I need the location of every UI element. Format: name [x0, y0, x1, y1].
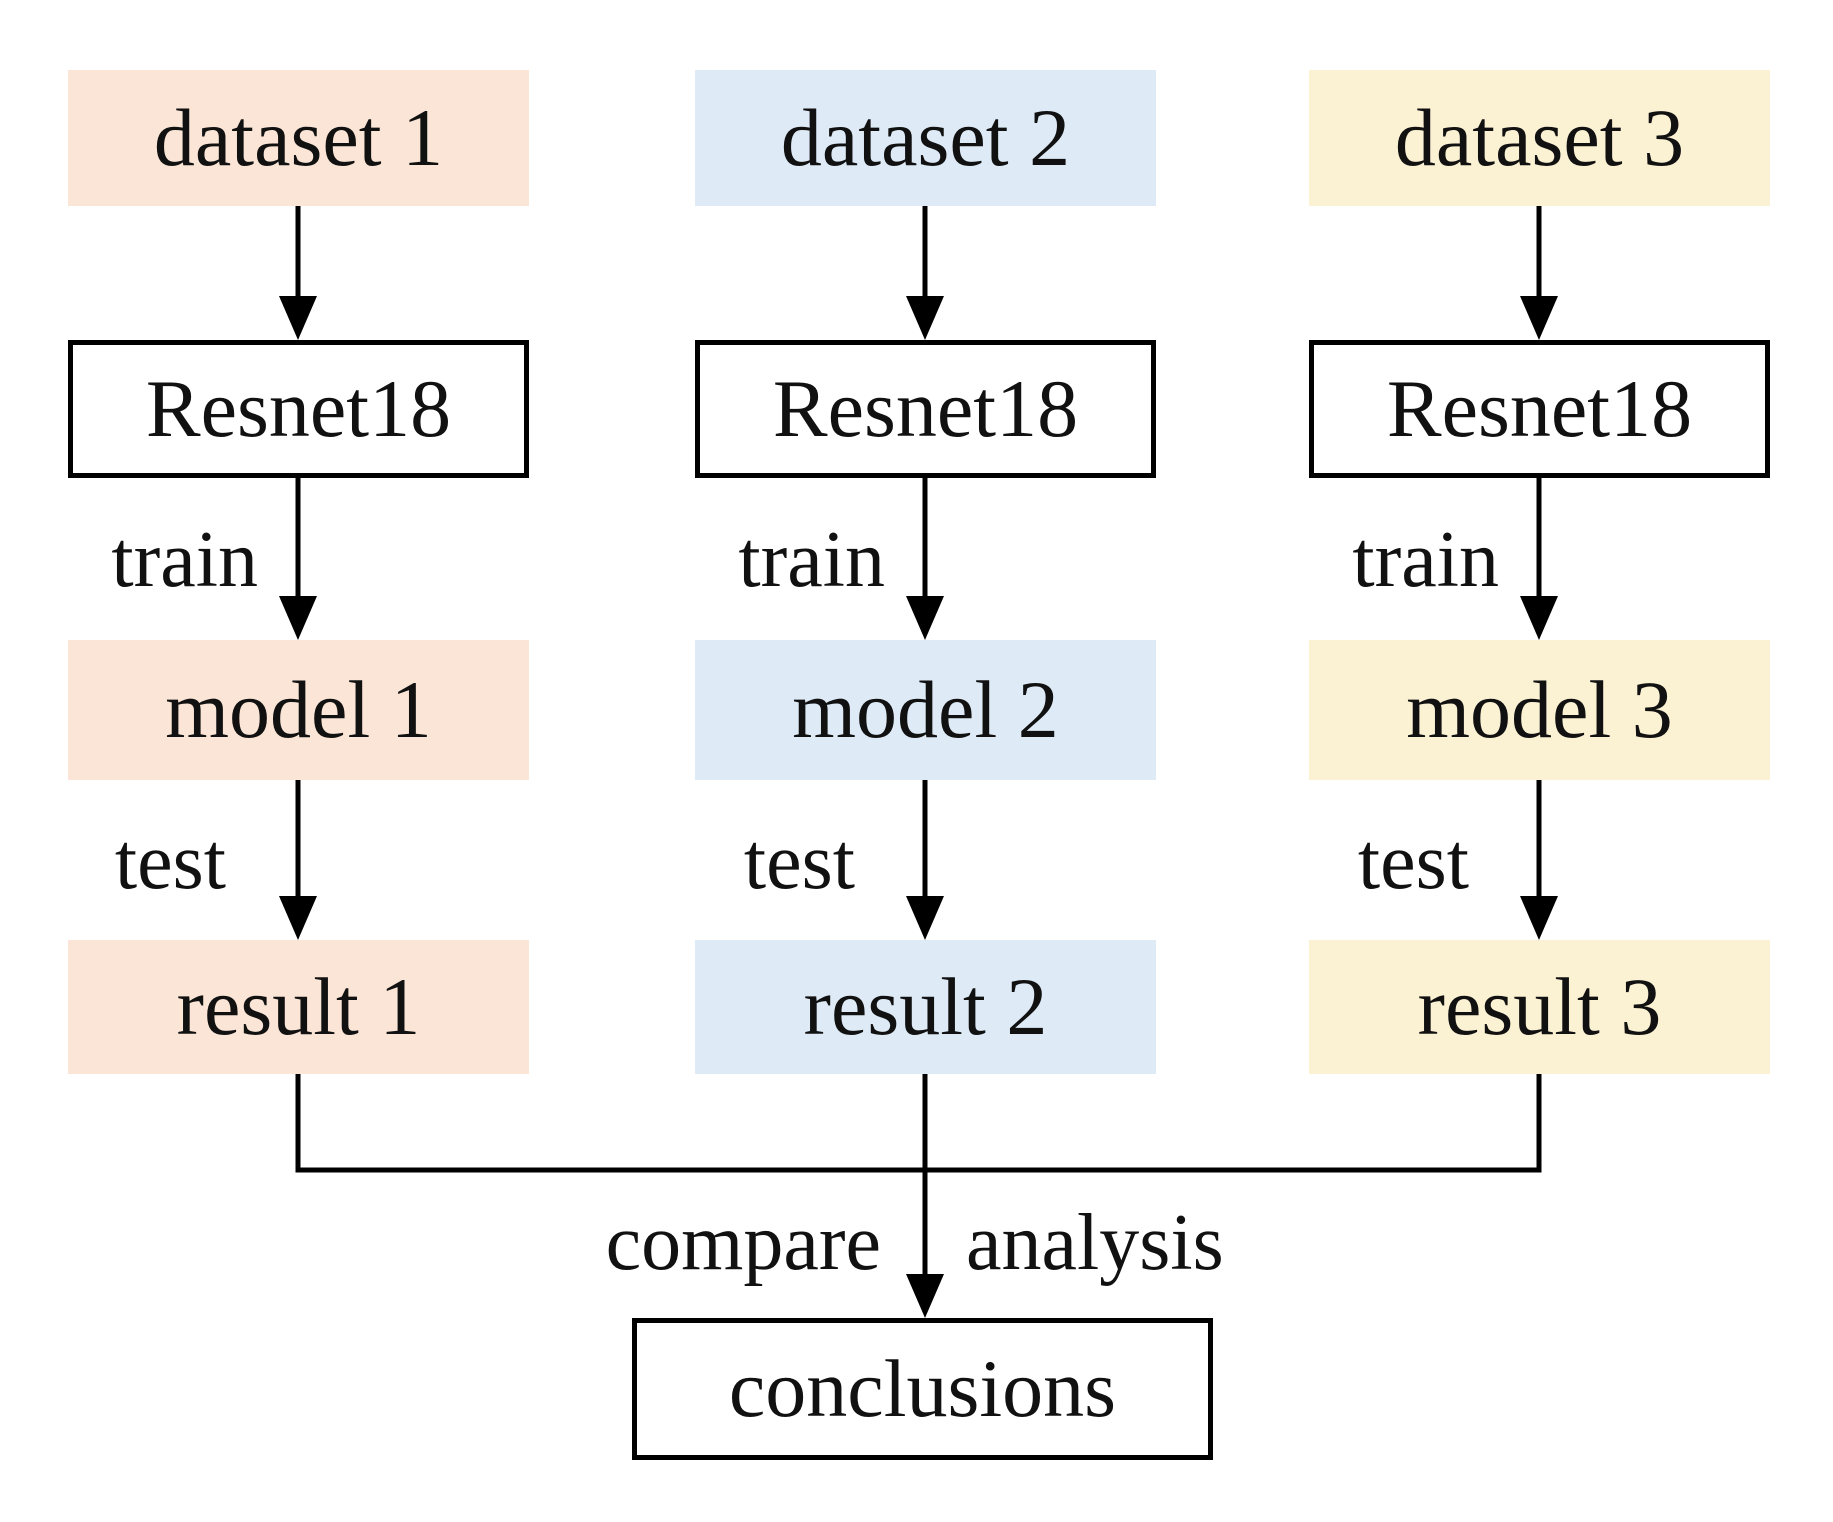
- arrowhead-dataset3-icon: [1520, 296, 1558, 340]
- compare-label: compare: [605, 1199, 881, 1287]
- train-label-1: train: [111, 516, 258, 604]
- test-label-3: test: [1357, 818, 1469, 906]
- arrowhead-result2-icon: [906, 896, 944, 940]
- analysis-label: analysis: [966, 1199, 1224, 1287]
- result-3-box: result 3: [1309, 940, 1770, 1074]
- connector-results-merge-line: [295, 1074, 1542, 1173]
- arrowhead-dataset2-icon: [906, 296, 944, 340]
- test-label-2: test: [743, 818, 855, 906]
- resnet18-box-3: Resnet18: [1309, 340, 1770, 478]
- arrowhead-result1-icon: [279, 896, 317, 940]
- train-label-2: train: [738, 516, 885, 604]
- dataset-3-box: dataset 3: [1309, 70, 1770, 206]
- resnet18-box-2: Resnet18: [695, 340, 1156, 478]
- resnet18-box-1: Resnet18: [68, 340, 529, 478]
- arrowhead-result3-icon: [1520, 896, 1558, 940]
- model-1-box: model 1: [68, 640, 529, 780]
- arrowhead-dataset1-icon: [279, 296, 317, 340]
- conclusions-box: conclusions: [632, 1318, 1213, 1460]
- arrowhead-conclusions-icon: [906, 1274, 944, 1318]
- dataset-2-box: dataset 2: [695, 70, 1156, 206]
- test-label-1: test: [114, 818, 226, 906]
- arrowhead-model3-icon: [1520, 596, 1558, 640]
- model-2-box: model 2: [695, 640, 1156, 780]
- dataset-1-box: dataset 1: [68, 70, 529, 206]
- arrowhead-model2-icon: [906, 596, 944, 640]
- train-label-3: train: [1352, 516, 1499, 604]
- model-3-box: model 3: [1309, 640, 1770, 780]
- result-1-box: result 1: [68, 940, 529, 1074]
- result-2-box: result 2: [695, 940, 1156, 1074]
- arrowhead-model1-icon: [279, 596, 317, 640]
